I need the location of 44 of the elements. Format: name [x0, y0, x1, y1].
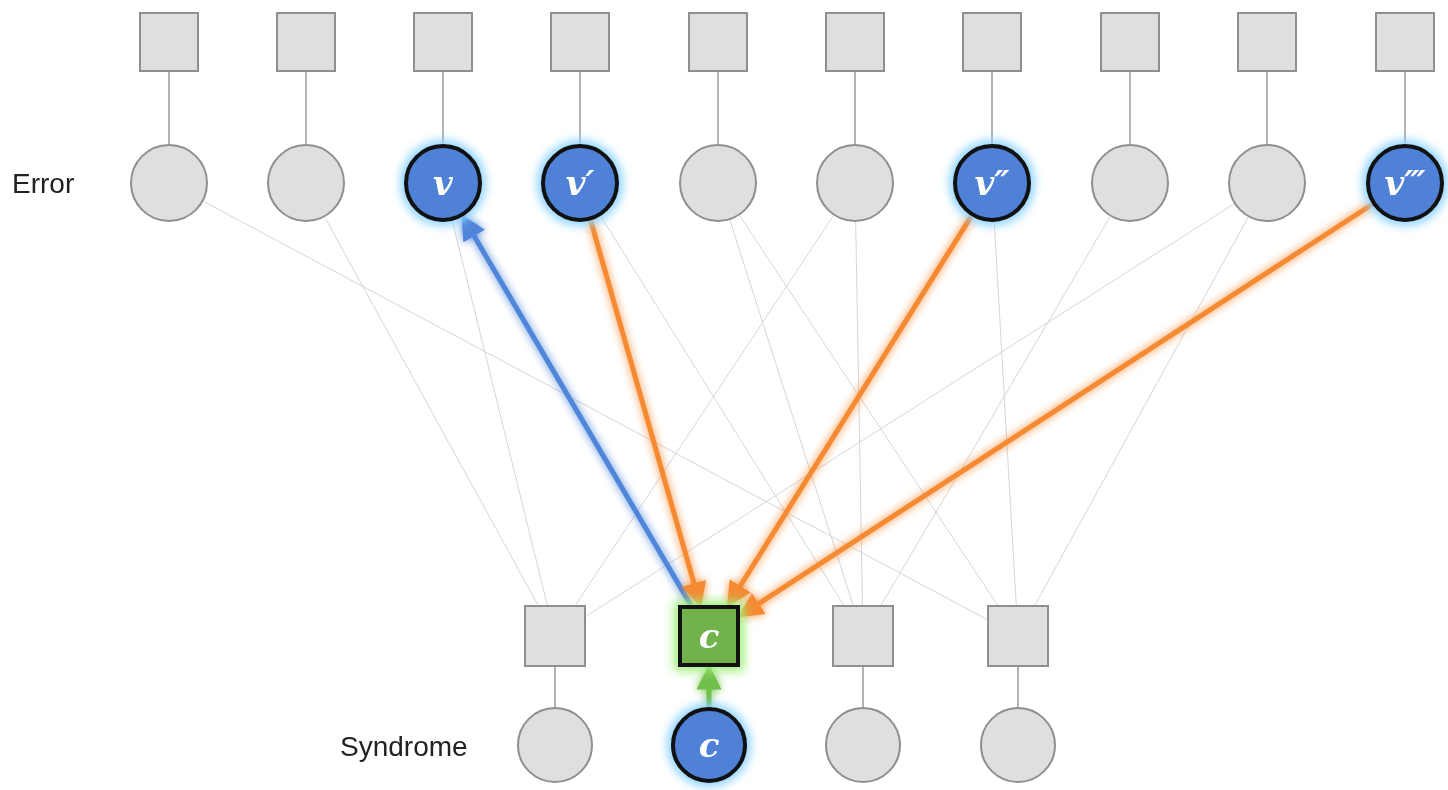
square-node: [1375, 12, 1435, 72]
square-node: [688, 12, 748, 72]
row-label: Syndrome: [340, 733, 468, 761]
square-node: [550, 12, 610, 72]
connector-line: [579, 71, 581, 145]
connector-line: [880, 216, 1111, 606]
square-node: [832, 605, 894, 667]
square-node: [1100, 12, 1160, 72]
row-label: Error: [12, 170, 75, 198]
square-node: [524, 605, 586, 667]
connector-line: [855, 221, 863, 606]
connector-line: [1404, 71, 1406, 145]
node-label: v: [433, 166, 453, 200]
connector-line: [1034, 216, 1249, 606]
connector-line: [854, 71, 856, 145]
node-label: v″: [974, 166, 1010, 200]
connector-line: [554, 666, 556, 708]
square-node: [413, 12, 473, 72]
square-node: [962, 12, 1022, 72]
square-node: [987, 605, 1049, 667]
node-label: c: [698, 619, 720, 653]
connector-line: [168, 71, 170, 145]
connector-line: [991, 71, 993, 145]
connector-line: [993, 221, 1017, 606]
node-label: v‴: [1384, 166, 1426, 200]
connector-line: [1266, 71, 1268, 145]
node-label: v′: [565, 166, 595, 200]
square-node: [1237, 12, 1297, 72]
connector-line: [324, 216, 539, 606]
connector-line: [1017, 666, 1019, 708]
square-node: [276, 12, 336, 72]
connector-line: [451, 220, 548, 606]
square-node: [825, 12, 885, 72]
connector-line: [442, 71, 444, 145]
square-node: [139, 12, 199, 72]
connector-line: [862, 666, 864, 708]
connector-line: [585, 203, 1235, 617]
arrow: [460, 214, 693, 607]
node-label: c: [698, 728, 720, 762]
connector-line: [202, 200, 988, 620]
square-node: [678, 605, 740, 667]
connector-line: [1129, 71, 1131, 145]
connector-line: [717, 71, 719, 145]
connector-line: [305, 71, 307, 145]
